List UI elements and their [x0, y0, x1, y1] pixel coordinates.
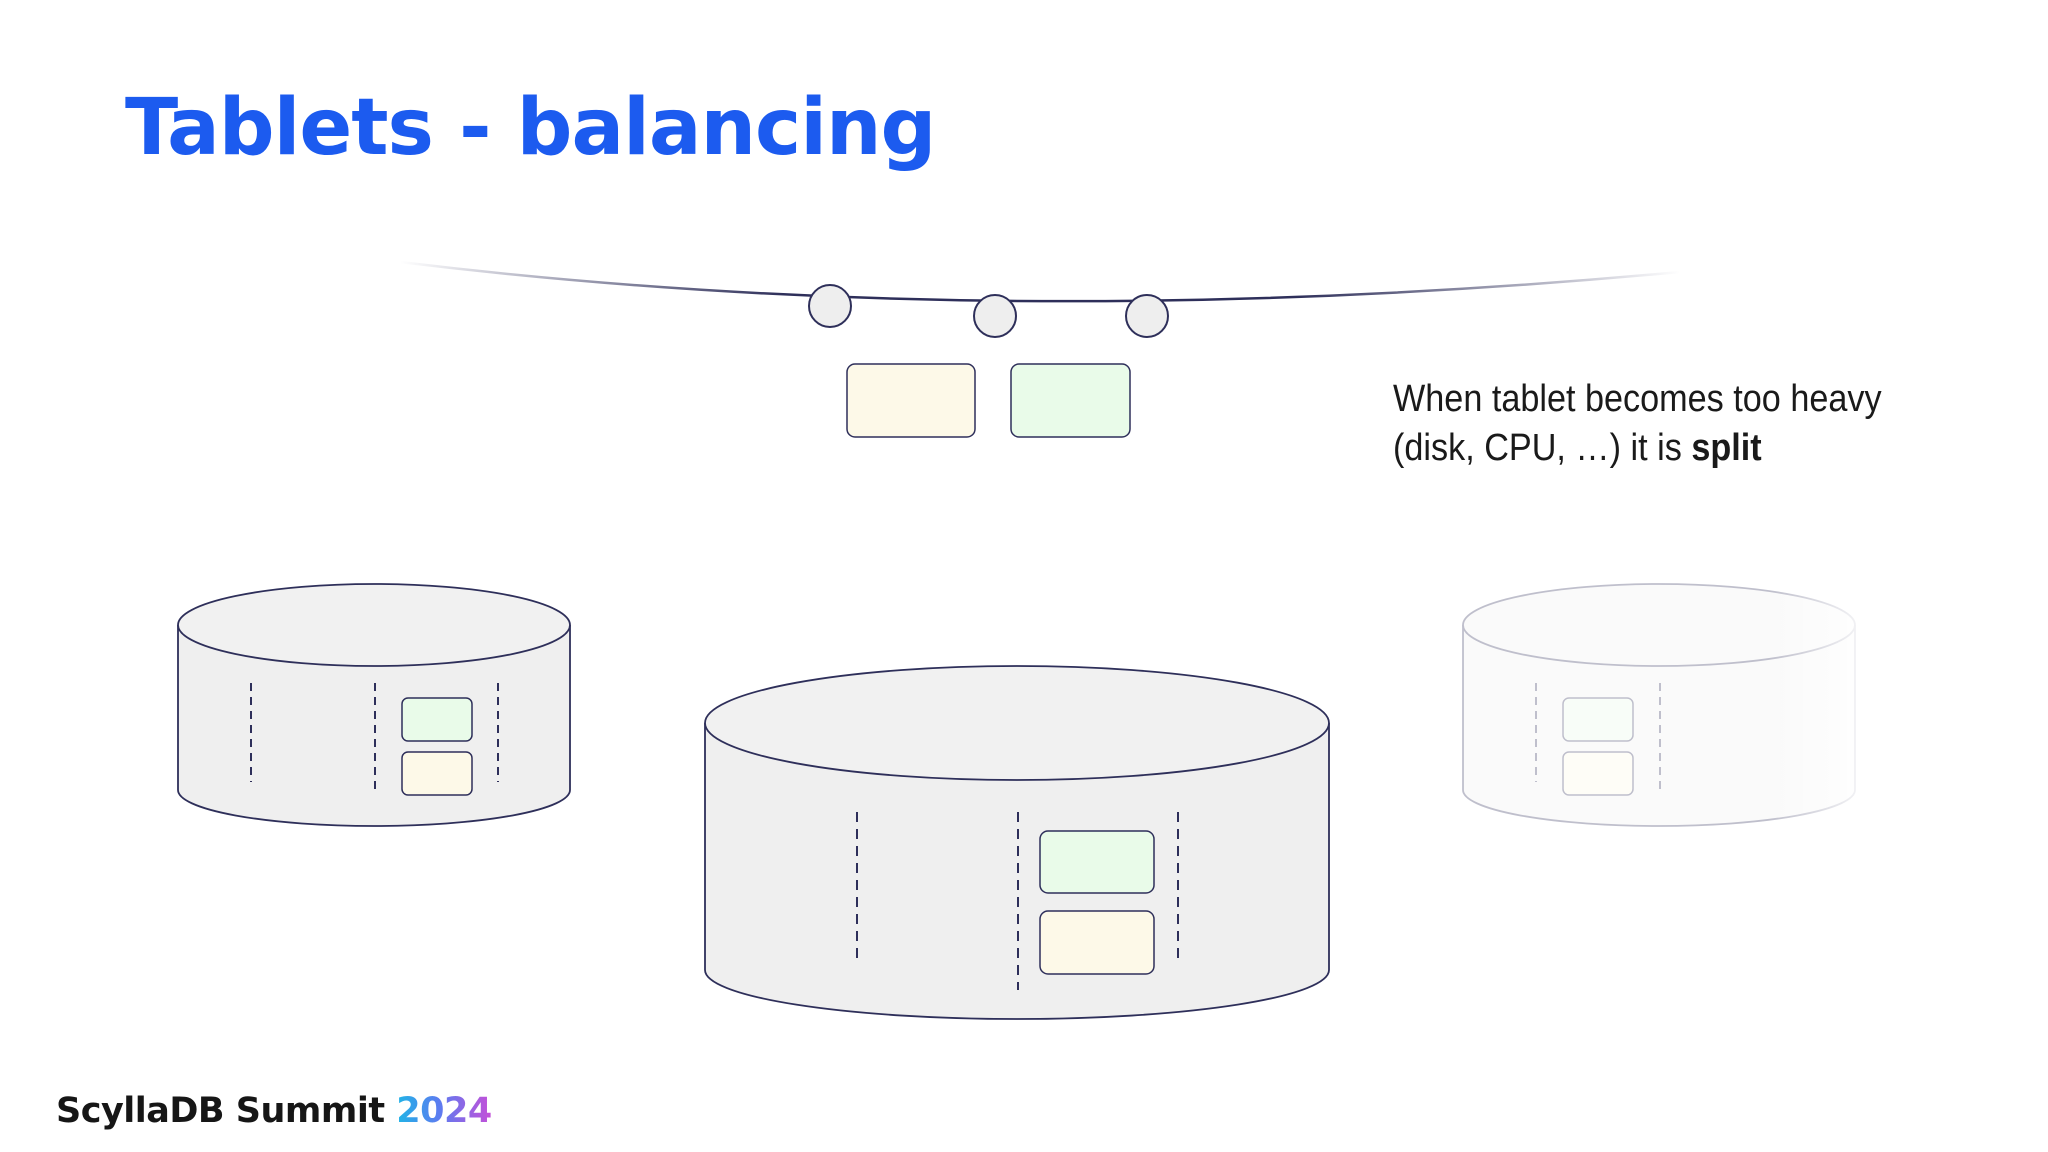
token-node-1 — [808, 284, 852, 328]
tablet-green — [1039, 830, 1155, 894]
callout-line-2: (disk, CPU, …) it is split — [1393, 424, 1882, 473]
node-cylinder-center — [704, 665, 1330, 1020]
callout-split-emphasis: split — [1691, 427, 1762, 469]
event-logo-name: ScyllaDB Summit — [56, 1091, 397, 1131]
event-logo: ScyllaDB Summit 2024 — [56, 1091, 492, 1131]
tablet-green — [401, 697, 473, 742]
callout-line-1: When tablet becomes too heavy — [1393, 378, 1882, 420]
node-cylinder-left — [177, 583, 571, 827]
tablet-yellow — [1039, 910, 1155, 975]
token-ring-arc — [399, 260, 1681, 303]
token-node-2 — [973, 294, 1017, 338]
event-logo-year: 2024 — [396, 1091, 492, 1131]
split-tablet-yellow — [846, 363, 976, 438]
tablet-yellow — [401, 751, 473, 796]
split-explanation: When tablet becomes too heavy (disk, CPU… — [1393, 375, 1882, 473]
callout-line-2-text: (disk, CPU, …) it is — [1393, 427, 1692, 469]
slide-title: Tablets - balancing — [125, 83, 936, 173]
split-tablet-green — [1010, 363, 1131, 438]
token-node-3 — [1125, 294, 1169, 338]
